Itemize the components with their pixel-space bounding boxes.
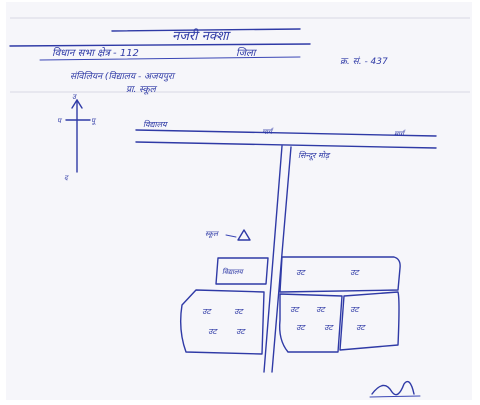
- signature-line: [369, 395, 421, 398]
- compass-south-label: द: [64, 174, 69, 182]
- school-label: स्कूल: [205, 230, 219, 238]
- road-right-label: मार्ग: [394, 129, 406, 138]
- road-edge-bottom: [135, 141, 437, 149]
- right-upper-block: [279, 256, 401, 293]
- plot-label: उट: [234, 307, 244, 316]
- header-district: जिला: [236, 47, 258, 59]
- signature-scribble: [371, 380, 415, 396]
- left-block-label: विद्यालय: [222, 267, 245, 276]
- title-overline: [111, 28, 301, 32]
- title-underline: [9, 43, 311, 47]
- compass-north-label: उ: [72, 93, 78, 101]
- compass-north-arrow-icon: [71, 99, 83, 109]
- plot-label: उट: [296, 268, 306, 277]
- signature: हस्ताक्षर: [369, 380, 421, 398]
- header-underline: [39, 56, 301, 61]
- plot-label: उट: [208, 327, 218, 336]
- header-serial-number: क्र. सं. - 437: [340, 56, 388, 67]
- school-flag-icon: [237, 229, 251, 241]
- school-pointer: [225, 234, 237, 238]
- plot-label: उट: [316, 305, 326, 314]
- plot-label: उट: [236, 327, 246, 336]
- plot-label: उट: [290, 305, 300, 314]
- school-marker: स्कूल: [205, 229, 251, 241]
- header-constituency: विधान सभा क्षेत्र - 112: [52, 47, 139, 59]
- compass-west-label: प: [57, 117, 63, 125]
- left-block: विद्यालय: [215, 257, 269, 285]
- map-title: नजरी नक्शा: [172, 28, 231, 44]
- plot-label: उट: [324, 323, 334, 332]
- subject-line: संविलियन (विद्यालय - अजयपुरा: [70, 70, 176, 82]
- road-edge-top: [135, 129, 437, 137]
- plot-label: उट: [202, 307, 212, 316]
- road-center-label: मार्ग: [262, 127, 274, 136]
- vroad-edge-left: [263, 145, 283, 373]
- lower-right-block-b: [339, 291, 400, 351]
- paper-area: [6, 2, 472, 400]
- lower-left-block: [179, 289, 265, 355]
- plot-label: उट: [350, 268, 360, 277]
- compass: उ प पू द: [57, 93, 97, 182]
- subject-line-2: प्रा. स्कूल: [126, 85, 158, 95]
- road-left-label: विद्यालय: [143, 119, 168, 129]
- left-block-outline: [215, 257, 269, 285]
- lower-right-block-a: [278, 293, 343, 353]
- plot-label: उट: [350, 305, 360, 314]
- junction-label: सिन्दूर मोड़: [298, 150, 331, 161]
- plot-label: उट: [296, 323, 306, 332]
- compass-east-label: पू: [91, 117, 97, 125]
- main-road: विद्यालय मार्ग मार्ग सिन्दूर मोड़: [135, 119, 437, 161]
- plot-label: उट: [356, 323, 366, 332]
